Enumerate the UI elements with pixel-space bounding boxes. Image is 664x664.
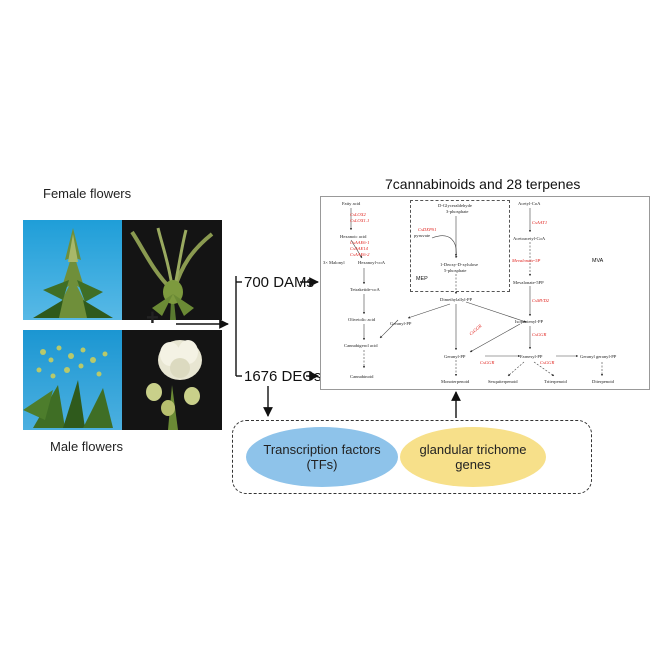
male-flower-closeup-photo: [122, 330, 222, 430]
node-fatty-acid: Fatty acid: [342, 201, 361, 206]
pathway-diagram: Fatty acid Hexanoic acid 3× Malonyl Hexa…: [323, 201, 617, 384]
female-plant-photo: [23, 220, 123, 320]
gene-csmvd2: CsMVD2: [532, 298, 550, 303]
gt-line-1: glandular trichome: [419, 442, 527, 457]
node-farnesyl-pp: Farnesyl-PP: [520, 354, 543, 359]
dams-label: 700 DAMs: [244, 274, 315, 291]
node-ggpp: Geranyl geranyl-PP: [580, 354, 617, 359]
node-hexanoyl-coa: Hexanoyl-coA: [358, 260, 386, 265]
node-olivetolic: Olivetolic acid: [348, 317, 376, 322]
male-plant-photo: [23, 330, 123, 430]
pathway-title: 7cannabinoids and 28 terpenes: [385, 176, 581, 192]
pathway-panel: [320, 196, 650, 390]
mep-box: [410, 200, 510, 292]
node-dmapp: Dimethylallyl-PP: [440, 297, 473, 302]
node-acetoacetyl: Acetoacetyl-CoA: [513, 236, 546, 241]
node-tetraketide: Tetraketide-coA: [350, 287, 380, 292]
mva-label: MVA: [592, 258, 604, 264]
glandular-trichome-oval: glandular trichome genes: [400, 427, 546, 487]
node-diterpenoid: Diterpenoid: [592, 379, 615, 384]
gene-csggr-far: CsGGR: [540, 360, 554, 365]
female-flowers-label: Female flowers: [43, 186, 132, 201]
node-monoterpenoid: Monoterpenoid: [441, 379, 470, 384]
gene-csggr-left: CsGGR: [468, 323, 482, 336]
gene-cslox2: CsLOX2: [350, 212, 367, 217]
node-g3p-2: 3-phosphate: [446, 209, 468, 214]
node-g3p-1: D-Glyceraldehyde: [438, 203, 472, 208]
gene-cslox1: CsLOX1.1: [350, 218, 369, 223]
node-mevalonate-5pp: Mevalonate-5PP: [513, 280, 544, 285]
node-dxp-1: 1-Deoxy-D-xylulose: [440, 262, 478, 267]
gene-mevalonate-5p: Mevalonate-5P: [511, 258, 541, 263]
node-pyruvate: pyruvate: [414, 233, 430, 238]
gene-csggr-right: CsGGR: [480, 360, 494, 365]
degs-label: 1676 DEGs: [244, 368, 322, 385]
mep-label: MEP: [416, 276, 428, 282]
gene-csggr-mid: CsGGR: [532, 332, 546, 337]
node-geranyl-pp-left: Geranyl-PP: [390, 321, 412, 326]
plus-sign: +: [146, 305, 159, 330]
male-flowers-label: Male flowers: [50, 439, 123, 454]
tf-line-2: (TFs): [306, 457, 338, 472]
node-triterpenoid: Triterpenoid: [544, 379, 568, 384]
gene-csaae1: CsAAE6-1: [350, 240, 369, 245]
node-acetyl-coa: Acetyl-CoA: [518, 201, 541, 206]
node-dxp-2: 5-phosphate: [444, 268, 466, 273]
gene-csdxps1: CsDXPS1: [418, 227, 436, 232]
tf-line-1: Transcription factors: [263, 442, 381, 457]
node-geranyl-pp: Geranyl-PP: [444, 354, 466, 359]
gene-csaae14: CsAAE14: [350, 246, 369, 251]
gene-csaae2: CsAAE6-2: [350, 252, 370, 257]
node-malonyl: 3× Malonyl: [323, 260, 345, 265]
gt-line-2: genes: [455, 457, 491, 472]
node-ipp: Isopentenyl-PP: [515, 319, 544, 324]
node-hexanoic-acid: Hexanoic acid: [340, 234, 367, 239]
node-cannabigerol: Cannabigerol acid: [344, 343, 378, 348]
female-flower-closeup-photo: [122, 220, 222, 320]
transcription-factors-oval: Transcription factors (TFs): [246, 427, 398, 487]
gene-csaat1: CsAAT1: [532, 220, 547, 225]
node-sesquiterpenoid: Sesquiterpenoid: [488, 379, 518, 384]
node-cannabinoid: Cannabinoid: [350, 374, 374, 379]
